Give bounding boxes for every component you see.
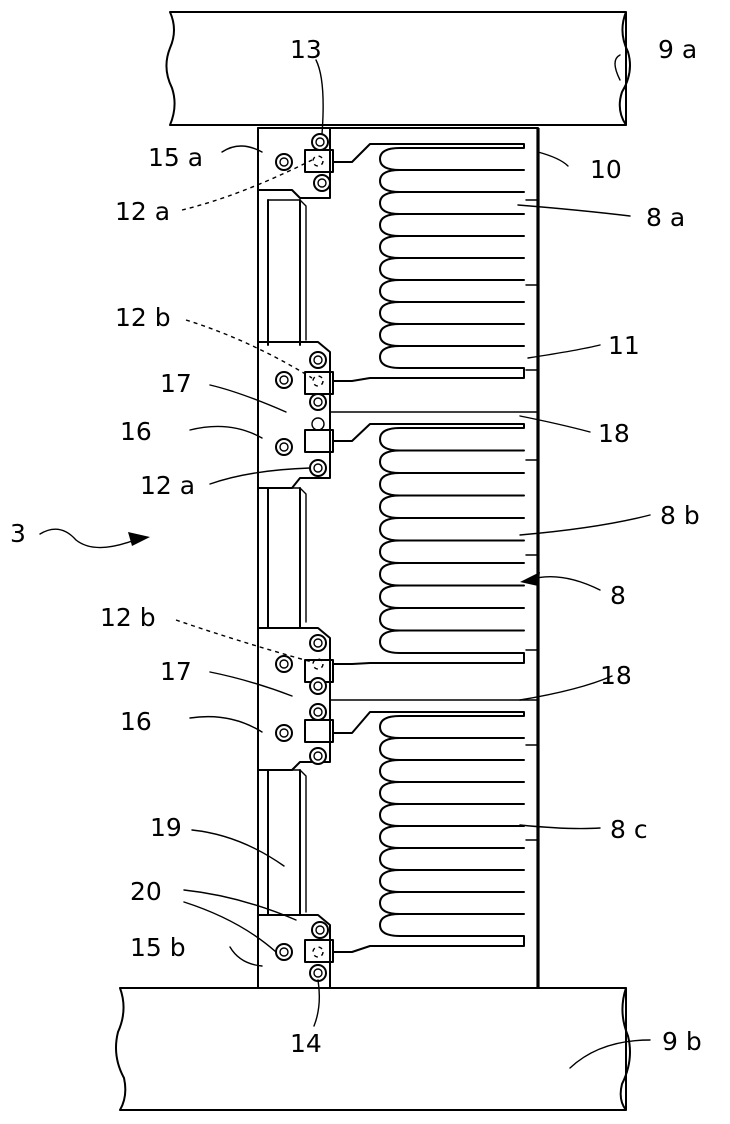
arrow-3-head — [128, 532, 150, 546]
arrow-3 — [40, 529, 140, 547]
label-17-top: 17 — [160, 369, 192, 398]
label-20: 20 — [130, 877, 162, 906]
label-12a-mid: 12 a — [140, 471, 195, 500]
label-15a: 15 a — [148, 143, 203, 172]
label-16-mid: 16 — [120, 707, 152, 736]
label-9b: 9 b — [662, 1027, 702, 1056]
heater-element-8a — [333, 144, 524, 381]
left-rail — [268, 200, 300, 915]
arrow-8-head — [520, 572, 540, 586]
label-8: 8 — [610, 581, 626, 610]
label-12a-top: 12 a — [115, 197, 170, 226]
label-9a: 9 a — [658, 35, 697, 64]
label-13: 13 — [290, 35, 322, 64]
label-11: 11 — [608, 331, 640, 360]
label-15b: 15 b — [130, 933, 186, 962]
top-block-9a — [166, 12, 630, 125]
right-edge-ticks — [526, 200, 538, 840]
heater-element-8b — [333, 424, 524, 664]
bottom-block-9b — [116, 988, 630, 1110]
screws — [276, 134, 330, 981]
label-18-mid: 18 — [600, 661, 632, 690]
label-16-top: 16 — [120, 417, 152, 446]
dashed-leaders — [176, 160, 312, 662]
label-8b: 8 b — [660, 501, 700, 530]
hidden-screws — [313, 156, 323, 957]
label-8c: 8 c — [610, 815, 648, 844]
terminal-tabs — [305, 150, 333, 962]
label-19: 19 — [150, 813, 182, 842]
leader-lines — [184, 55, 650, 1068]
label-12b-top: 12 b — [115, 303, 171, 332]
label-10: 10 — [590, 155, 622, 184]
label-3: 3 — [10, 519, 26, 548]
heater-element-8c — [333, 712, 524, 952]
label-12b-mid: 12 b — [100, 603, 156, 632]
label-8a: 8 a — [646, 203, 685, 232]
label-14: 14 — [290, 1029, 322, 1058]
label-17-mid: 17 — [160, 657, 192, 686]
label-18-top: 18 — [598, 419, 630, 448]
